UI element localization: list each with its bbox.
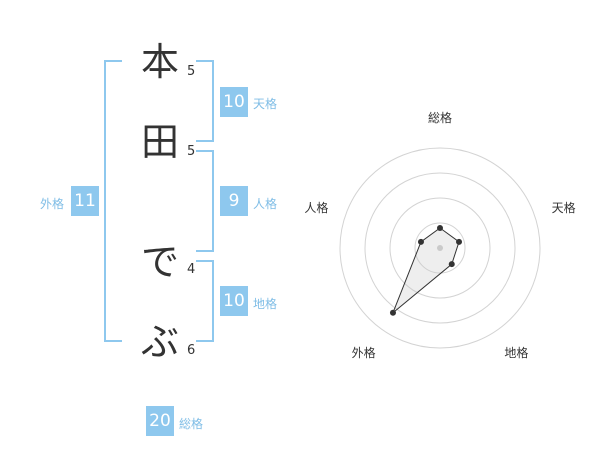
gaikaku-label: 外格 [40,197,65,211]
stroke-count-3: 4 [187,262,196,277]
radar-grid-ring [339,147,541,349]
soukaku-label: 総格 [179,417,204,431]
soukaku-score: 20 [146,406,174,436]
tenkaku-bracket [196,60,214,142]
tenkaku-label: 天格 [253,97,278,111]
chikaku-bracket [196,260,214,342]
radar-point-3 [448,261,455,268]
name-char-1: 本 [140,40,179,84]
jinkaku-bracket [196,150,214,252]
chikaku-label: 地格 [253,297,278,311]
jinkaku-label: 人格 [253,197,278,211]
radar-grid-ring [389,197,491,299]
radar-point-5 [417,238,424,245]
chikaku-score: 10 [220,286,248,316]
radar-center-dot [437,245,443,251]
radar-axis-label: 外格 [352,345,376,360]
radar-axis-label: 総格 [428,110,452,125]
radar-grid-ring [364,172,516,324]
radar-grid-ring [414,222,466,274]
name-char-3: で [140,240,179,284]
name-char-2: 田 [140,120,179,164]
radar-axis-label: 地格 [504,345,528,360]
tenkaku-score: 10 [220,87,248,117]
stroke-count-4: 6 [187,343,196,358]
radar-point-2 [456,238,463,245]
radar-axis-label: 天格 [552,200,576,215]
radar-data-polygon [392,227,460,314]
name-char-4: ぶ [140,320,179,364]
radar-point-4 [389,309,396,316]
radar-point-1 [437,225,443,231]
gaikaku-bracket [104,60,122,342]
stroke-count-2: 5 [187,144,196,159]
jinkaku-score: 9 [220,186,248,216]
gaikaku-score: 11 [71,186,99,216]
stroke-count-1: 5 [187,64,196,79]
radar-axis-label: 人格 [304,200,328,215]
